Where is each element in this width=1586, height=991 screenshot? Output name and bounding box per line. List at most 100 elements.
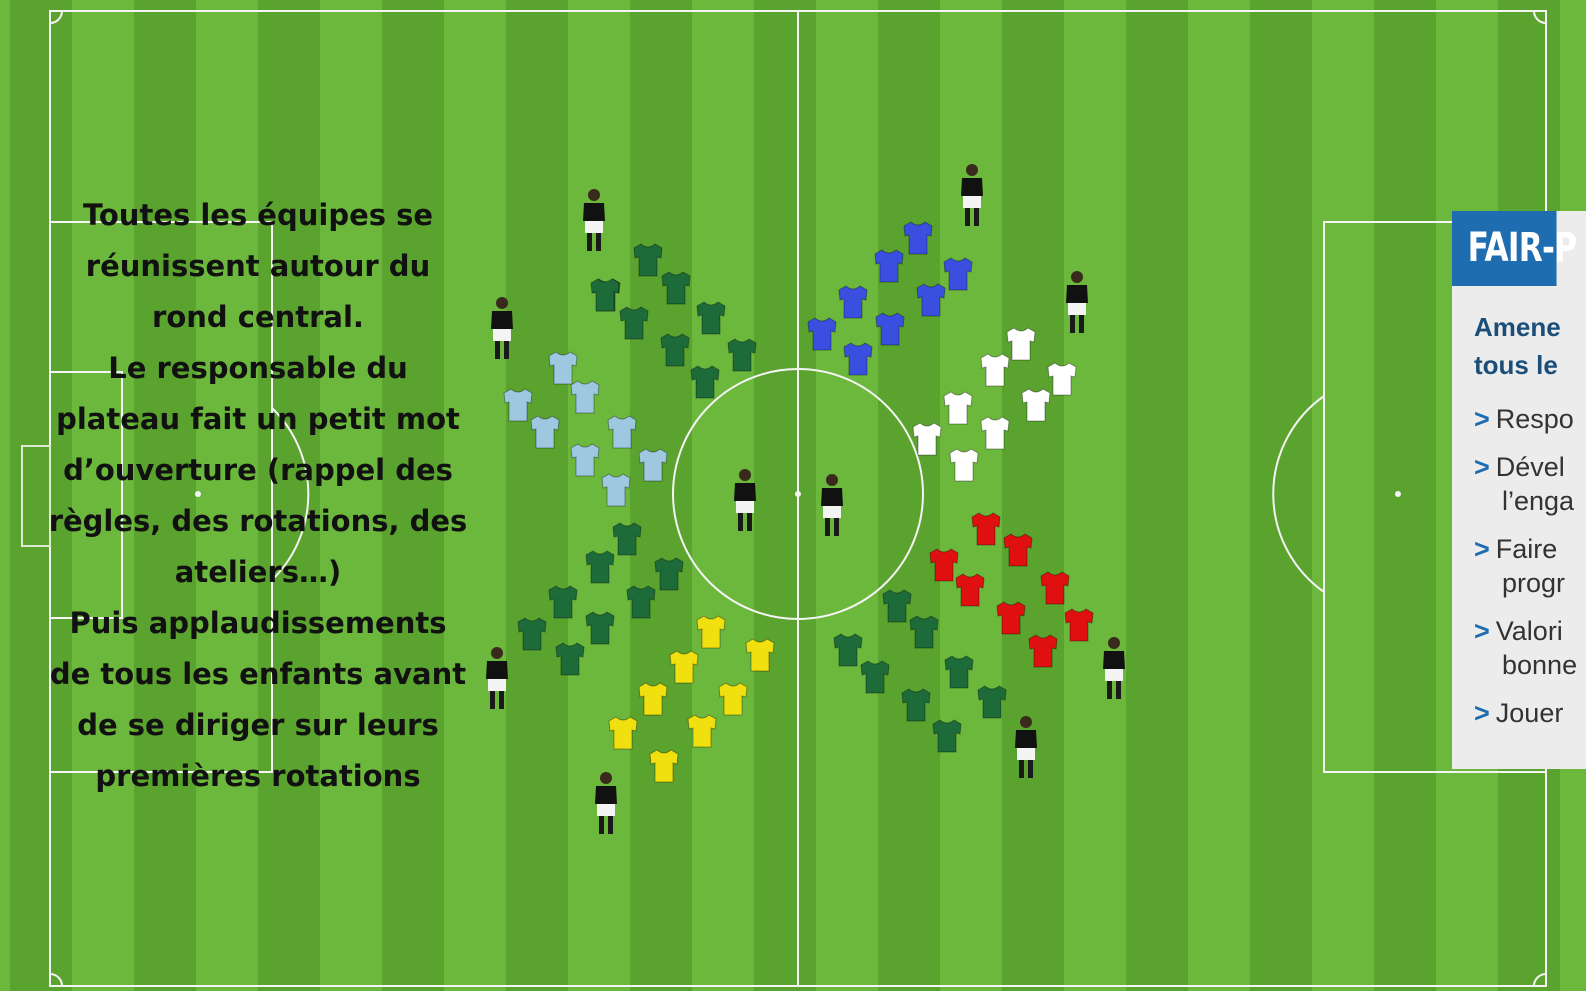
yellow-team-shirt [687, 714, 717, 748]
item-text: Dével [1495, 452, 1565, 482]
white-team-shirt [943, 391, 973, 425]
dark-green-team-top-shirt [696, 301, 726, 335]
item-text: Valori [1495, 616, 1563, 646]
white-team-shirt [1047, 362, 1077, 396]
light-blue-team-shirt [548, 351, 578, 385]
white-team-shirt [1021, 388, 1051, 422]
dark-green-team-right-shirt [932, 719, 962, 753]
fair-play-panel: FAIR-P Amene tous le >Respo >Dével l’eng… [1452, 211, 1586, 769]
coach-figure [491, 297, 513, 359]
right-penalty-arc [1272, 395, 1325, 593]
grass-stripe [878, 0, 940, 991]
red-team-shirt [955, 573, 985, 607]
dark-green-team-top-shirt [727, 338, 757, 372]
grass-stripe [754, 0, 816, 991]
grass-stripe [1250, 0, 1312, 991]
dark-green-team-top-shirt [590, 278, 620, 312]
dark-green-team-top-shirt [619, 306, 649, 340]
grass-stripe [506, 0, 568, 991]
dark-green-team-top-shirt [660, 333, 690, 367]
red-team-shirt [929, 548, 959, 582]
dark-green-team-right-shirt [833, 633, 863, 667]
caption-line: rond central. [152, 300, 364, 334]
dark-green-team-left-shirt [585, 550, 615, 584]
grass-stripe [10, 0, 72, 991]
red-team-shirt [1028, 634, 1058, 668]
center-circle [672, 368, 924, 620]
dark-green-team-left-shirt [654, 557, 684, 591]
item-text: bonne [1502, 650, 1578, 680]
chevron-right-icon: > [1474, 534, 1490, 564]
white-team-shirt [1006, 327, 1036, 361]
white-team-shirt [912, 422, 942, 456]
dark-green-team-right-shirt [901, 688, 931, 722]
blue-team-shirt [916, 283, 946, 317]
coach-figure [1103, 637, 1125, 699]
yellow-team-shirt [696, 615, 726, 649]
yellow-team-shirt [649, 749, 679, 783]
dark-green-team-right-shirt [944, 655, 974, 689]
fair-play-item: >Jouer [1474, 696, 1586, 730]
red-team-shirt [996, 601, 1026, 635]
caption-line: règles, des rotations, des [48, 504, 468, 538]
caption-line: de se diriger sur leurs [77, 708, 439, 742]
yellow-team-shirt [718, 682, 748, 716]
yellow-team-shirt [638, 682, 668, 716]
yellow-team-shirt [669, 650, 699, 684]
white-team-shirt [949, 448, 979, 482]
intro-line: tous le [1474, 350, 1558, 380]
caption-line: ateliers…) [174, 555, 342, 589]
fair-play-item: >Faire progr [1474, 532, 1586, 600]
red-team-shirt [1003, 533, 1033, 567]
chevron-right-icon: > [1474, 404, 1490, 434]
light-blue-team-shirt [530, 415, 560, 449]
dark-green-team-left-shirt [585, 611, 615, 645]
grass-stripe [258, 0, 320, 991]
item-text: Faire [1495, 534, 1558, 564]
yellow-team-shirt [745, 638, 775, 672]
coach-figure [595, 772, 617, 834]
blue-team-shirt [807, 317, 837, 351]
item-text: l’enga [1502, 486, 1575, 516]
blue-team-shirt [838, 285, 868, 319]
red-team-shirt [1040, 571, 1070, 605]
dark-green-team-right-shirt [882, 589, 912, 623]
fair-play-item: >Respo [1474, 402, 1586, 436]
caption-line: plateau fait un petit mot [56, 402, 460, 436]
blue-team-shirt [874, 249, 904, 283]
coach-figure [961, 164, 983, 226]
coach-figure [734, 469, 756, 531]
instruction-caption: Toutes les équipes se réunissent autour … [38, 190, 478, 802]
light-blue-team-shirt [638, 448, 668, 482]
blue-team-shirt [903, 221, 933, 255]
fair-play-intro: Amene tous le [1474, 308, 1586, 384]
coach-figure [486, 647, 508, 709]
corner-arc-bl [49, 973, 63, 987]
fair-play-title: FAIR-P [1452, 211, 1577, 286]
dark-green-team-right-shirt [860, 660, 890, 694]
blue-team-shirt [943, 257, 973, 291]
grass-stripe [1002, 0, 1064, 991]
right-penalty-spot [1395, 491, 1401, 497]
light-blue-team-shirt [503, 388, 533, 422]
dark-green-team-left-shirt [517, 617, 547, 651]
red-team-shirt [1064, 608, 1094, 642]
dark-green-team-left-shirt [548, 585, 578, 619]
light-blue-team-shirt [607, 415, 637, 449]
fair-play-list: >Respo >Dével l’enga >Faire progr >Valor… [1474, 402, 1586, 730]
dark-green-team-top-shirt [690, 365, 720, 399]
corner-arc-tr [1533, 10, 1547, 24]
caption-line: Puis applaudissements [69, 606, 447, 640]
dark-green-team-top-shirt [661, 271, 691, 305]
center-spot [795, 491, 801, 497]
left-penalty-arc [271, 407, 310, 581]
grass-stripe [1126, 0, 1188, 991]
dark-green-team-top-shirt [633, 243, 663, 277]
corner-arc-tl [49, 10, 63, 24]
left-penalty-spot [195, 491, 201, 497]
yellow-team-shirt [608, 716, 638, 750]
chevron-right-icon: > [1474, 616, 1490, 646]
left-goal [21, 445, 51, 547]
